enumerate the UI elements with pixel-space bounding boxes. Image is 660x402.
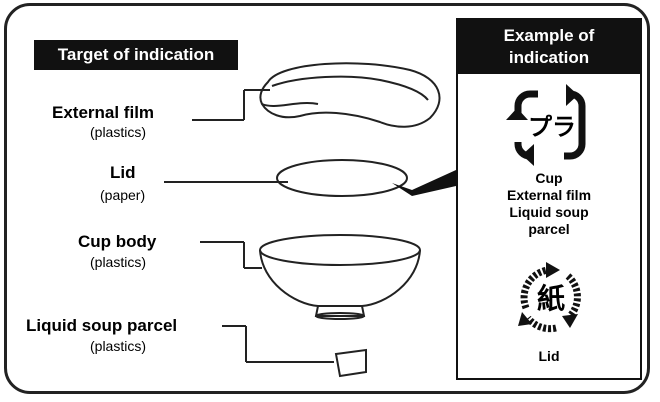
- example-panel-title-line2: indication: [508, 48, 590, 67]
- example-panel-header: Example of indication: [458, 20, 640, 74]
- part-name-lid: Lid: [110, 163, 136, 182]
- part-name-liquid-soup-parcel: Liquid soup parcel: [26, 316, 178, 335]
- part-name-cup-body: Cup body: [78, 232, 157, 251]
- paper-mark-text: 紙: [537, 282, 565, 315]
- plastic-target-parcel: parcel: [528, 221, 570, 237]
- soup-parcel-drawing: [334, 348, 367, 378]
- example-of-indication-panel: Example of indication プラ Cup External fi…: [456, 18, 642, 380]
- part-material-lid: (paper): [100, 187, 146, 203]
- plastic-target-cup: Cup: [535, 170, 563, 186]
- example-panel-title-line1: Example of: [503, 26, 595, 45]
- plastic-recycle-icon: プラ: [506, 84, 586, 166]
- part-material-cup-body: (plastics): [90, 254, 147, 270]
- diagram-frame: [4, 3, 650, 394]
- paper-recycle-icon: 紙: [518, 262, 581, 333]
- lid-drawing: [276, 159, 456, 197]
- cup-body-drawing: [259, 234, 421, 320]
- part-name-external-film: External film: [52, 103, 155, 122]
- target-of-indication-label: Target of indication: [34, 40, 238, 70]
- part-material-liquid-soup-parcel: (plastics): [90, 338, 147, 354]
- plastic-target-external-film: External film: [506, 187, 592, 203]
- plastic-target-liquid-soup: Liquid soup: [509, 204, 589, 220]
- plastic-mark-text: プラ: [528, 113, 576, 141]
- external-film-drawing: [259, 62, 441, 128]
- paper-target-lid: Lid: [538, 348, 560, 364]
- part-material-external-film: (plastics): [90, 124, 147, 140]
